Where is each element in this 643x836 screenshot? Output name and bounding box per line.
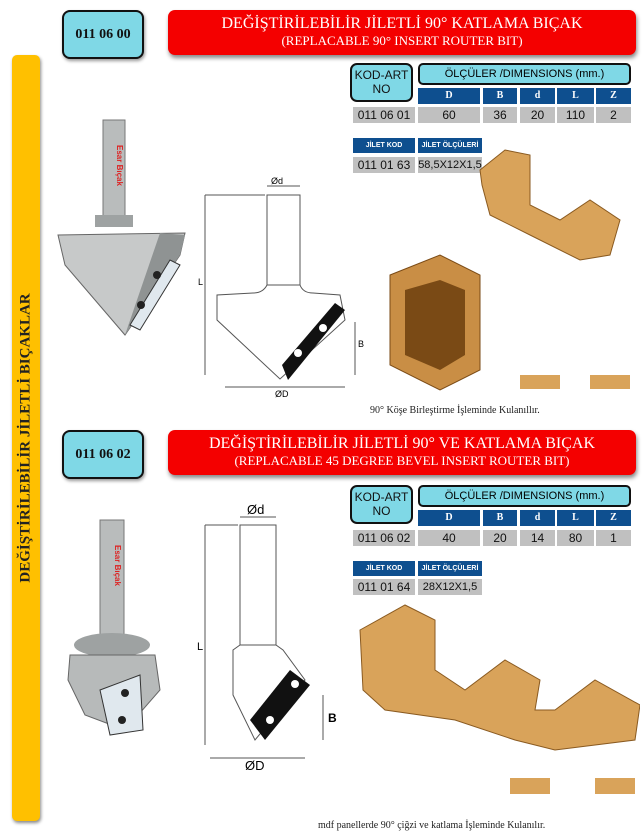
- wood-joint-illustrations: [389, 149, 630, 391]
- value-B: 20: [483, 530, 517, 546]
- dim-D-label: ØD: [245, 758, 265, 770]
- dim-B-label: B: [358, 339, 364, 349]
- insert-size-header: JİLET ÖLÇÜLERİ: [418, 138, 482, 153]
- sidebar-tab: DEĞİŞTİRİLEBİLİR JİLETLİ BIÇAKLAR: [12, 55, 40, 821]
- col-L: L: [557, 510, 594, 526]
- value-Z: 2: [596, 107, 631, 123]
- product-code-box: 011 06 02: [62, 430, 144, 479]
- product-title-banner: DEĞİŞTİRİLEBİLİR JİLETLİ 90° VE KATLAMA …: [168, 430, 636, 475]
- dim-L-label: L: [198, 277, 203, 287]
- insert-code-cell: 011 01 63: [353, 157, 415, 173]
- value-D: 40: [418, 530, 480, 546]
- router-bit-photo: Esar Bıçak: [57, 119, 186, 336]
- dim-B-label: B: [328, 711, 337, 725]
- art-no-cell: 011 06 01: [353, 107, 415, 123]
- col-d: d: [520, 510, 555, 526]
- technical-drawing: Ød ØD L B: [197, 502, 337, 770]
- usage-caption: 90° Köşe Birleştirme İşleminde Kulanıllı…: [370, 405, 540, 416]
- brand-logo-text: Esar Bıçak: [113, 545, 122, 586]
- dim-d-label: Ød: [271, 176, 283, 186]
- value-L: 80: [557, 530, 594, 546]
- insert-size-header: JİLET ÖLÇÜLERİ: [418, 561, 482, 576]
- wood-fold-illustrations: [359, 604, 640, 794]
- insert-size-cell: 28X12X1,5: [418, 579, 482, 595]
- col-D: D: [418, 510, 480, 526]
- value-d: 14: [520, 530, 555, 546]
- value-D: 60: [418, 107, 480, 123]
- col-Z: Z: [596, 510, 631, 526]
- value-B: 36: [483, 107, 517, 123]
- title-en: (REPLACABLE 90° INSERT ROUTER BIT): [281, 33, 523, 48]
- brand-logo-text: Esar Bıçak: [115, 145, 124, 186]
- product-code-box: 011 06 00: [62, 10, 144, 59]
- insert-size-cell: 58,5X12X1,5: [418, 157, 482, 173]
- dim-D-label: ØD: [275, 389, 289, 399]
- col-Z: Z: [596, 88, 631, 104]
- title-tr: DEĞİŞTİRİLEBİLİR JİLETLİ 90° VE KATLAMA …: [208, 435, 596, 452]
- dim-L-label: L: [197, 641, 203, 653]
- dimensions-header: ÖLÇÜLER /DIMENSIONS (mm.): [418, 485, 631, 507]
- col-L: L: [557, 88, 594, 104]
- art-no-cell: 011 06 02: [353, 530, 415, 546]
- insert-code-header: JİLET KOD: [353, 138, 415, 153]
- sidebar-title: DEĞİŞTİRİLEBİLİR JİLETLİ BIÇAKLAR: [17, 293, 34, 583]
- value-Z: 1: [596, 530, 631, 546]
- value-d: 20: [520, 107, 555, 123]
- title-tr: DEĞİŞTİRİLEBİLİR JİLETLİ 90° KATLAMA BIÇ…: [221, 15, 583, 32]
- kod-art-no-header: KOD-ART NO: [350, 63, 413, 102]
- insert-code-cell: 011 01 64: [353, 579, 415, 595]
- col-D: D: [418, 88, 480, 104]
- insert-code-header: JİLET KOD: [353, 561, 415, 576]
- usage-caption: mdf panellerde 90° çiğzi ve katlama İşle…: [318, 820, 546, 831]
- value-L: 110: [557, 107, 594, 123]
- router-bit-photo: Esar Bıçak: [67, 519, 161, 736]
- kod-art-no-header: KOD-ART NO: [350, 485, 413, 524]
- product-title-banner: DEĞİŞTİRİLEBİLİR JİLETLİ 90° KATLAMA BIÇ…: [168, 10, 636, 55]
- col-B: B: [483, 88, 517, 104]
- col-d: d: [520, 88, 555, 104]
- dimensions-header: ÖLÇÜLER /DIMENSIONS (mm.): [418, 63, 631, 85]
- col-B: B: [483, 510, 517, 526]
- technical-drawing: Ød ØD L B: [198, 176, 364, 399]
- title-en: (REPLACABLE 45 DEGREE BEVEL INSERT ROUTE…: [234, 453, 570, 468]
- dim-d-label: Ød: [247, 502, 264, 517]
